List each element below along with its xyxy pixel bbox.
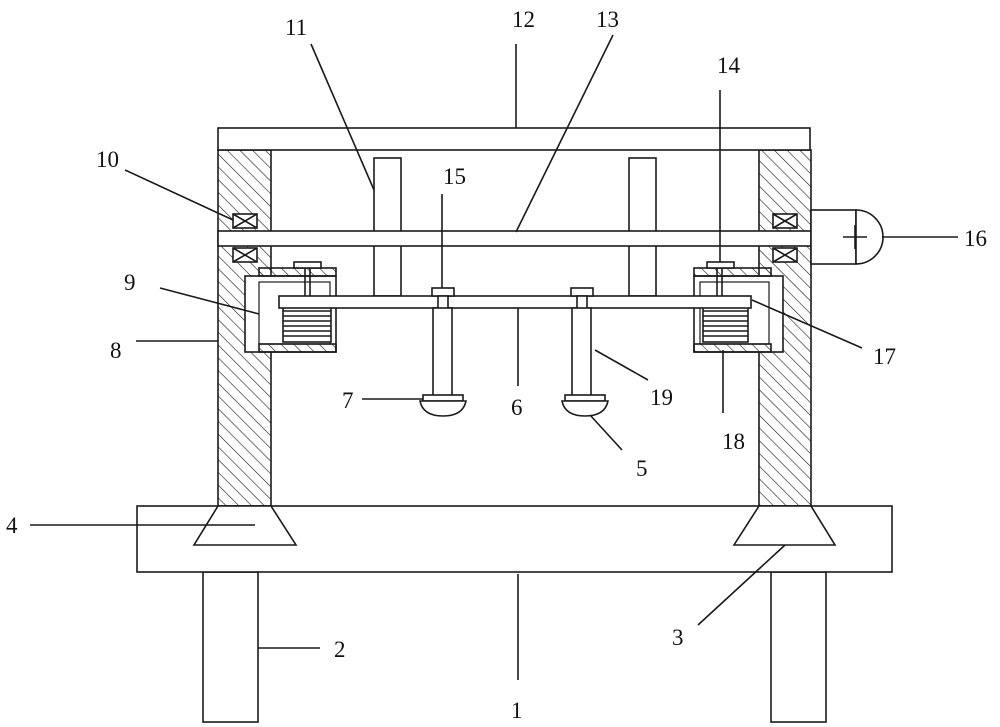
label-7: 7 <box>342 388 354 413</box>
label-3: 3 <box>672 625 684 650</box>
spring-left <box>282 305 332 343</box>
label-18: 18 <box>722 429 745 454</box>
bolt-left <box>293 261 322 296</box>
guide-post-left <box>373 157 402 297</box>
label-19: 19 <box>650 385 673 410</box>
bearing-right-upper <box>772 213 798 229</box>
guide-post-right <box>628 157 657 297</box>
label-15: 15 <box>443 164 466 189</box>
leader-lines <box>30 34 958 680</box>
foot-right <box>732 505 837 546</box>
label-14: 14 <box>717 53 741 78</box>
label-11: 11 <box>285 15 307 40</box>
nozzle-left <box>419 287 467 417</box>
bearing-left-upper <box>232 213 258 229</box>
label-16: 16 <box>964 226 987 251</box>
label-4: 4 <box>6 513 18 538</box>
bearing-left-lower <box>232 247 258 263</box>
label-13: 13 <box>596 7 619 32</box>
label-1: 1 <box>511 698 523 723</box>
label-2: 2 <box>334 637 346 662</box>
label-9: 9 <box>124 270 136 295</box>
label-6: 6 <box>511 395 523 420</box>
bearing-right-lower <box>772 247 798 263</box>
mounting-plate <box>278 295 752 309</box>
label-5: 5 <box>636 456 648 481</box>
label-8: 8 <box>110 338 122 363</box>
label-10: 10 <box>96 147 119 172</box>
label-12: 12 <box>512 7 535 32</box>
lead-screw <box>217 230 812 247</box>
label-17: 17 <box>873 344 896 369</box>
leg-left <box>202 571 259 723</box>
motor <box>810 209 884 265</box>
spring-right <box>702 305 749 343</box>
leg-right <box>770 571 827 723</box>
top-beam <box>217 127 811 151</box>
nozzle-right <box>561 287 609 417</box>
